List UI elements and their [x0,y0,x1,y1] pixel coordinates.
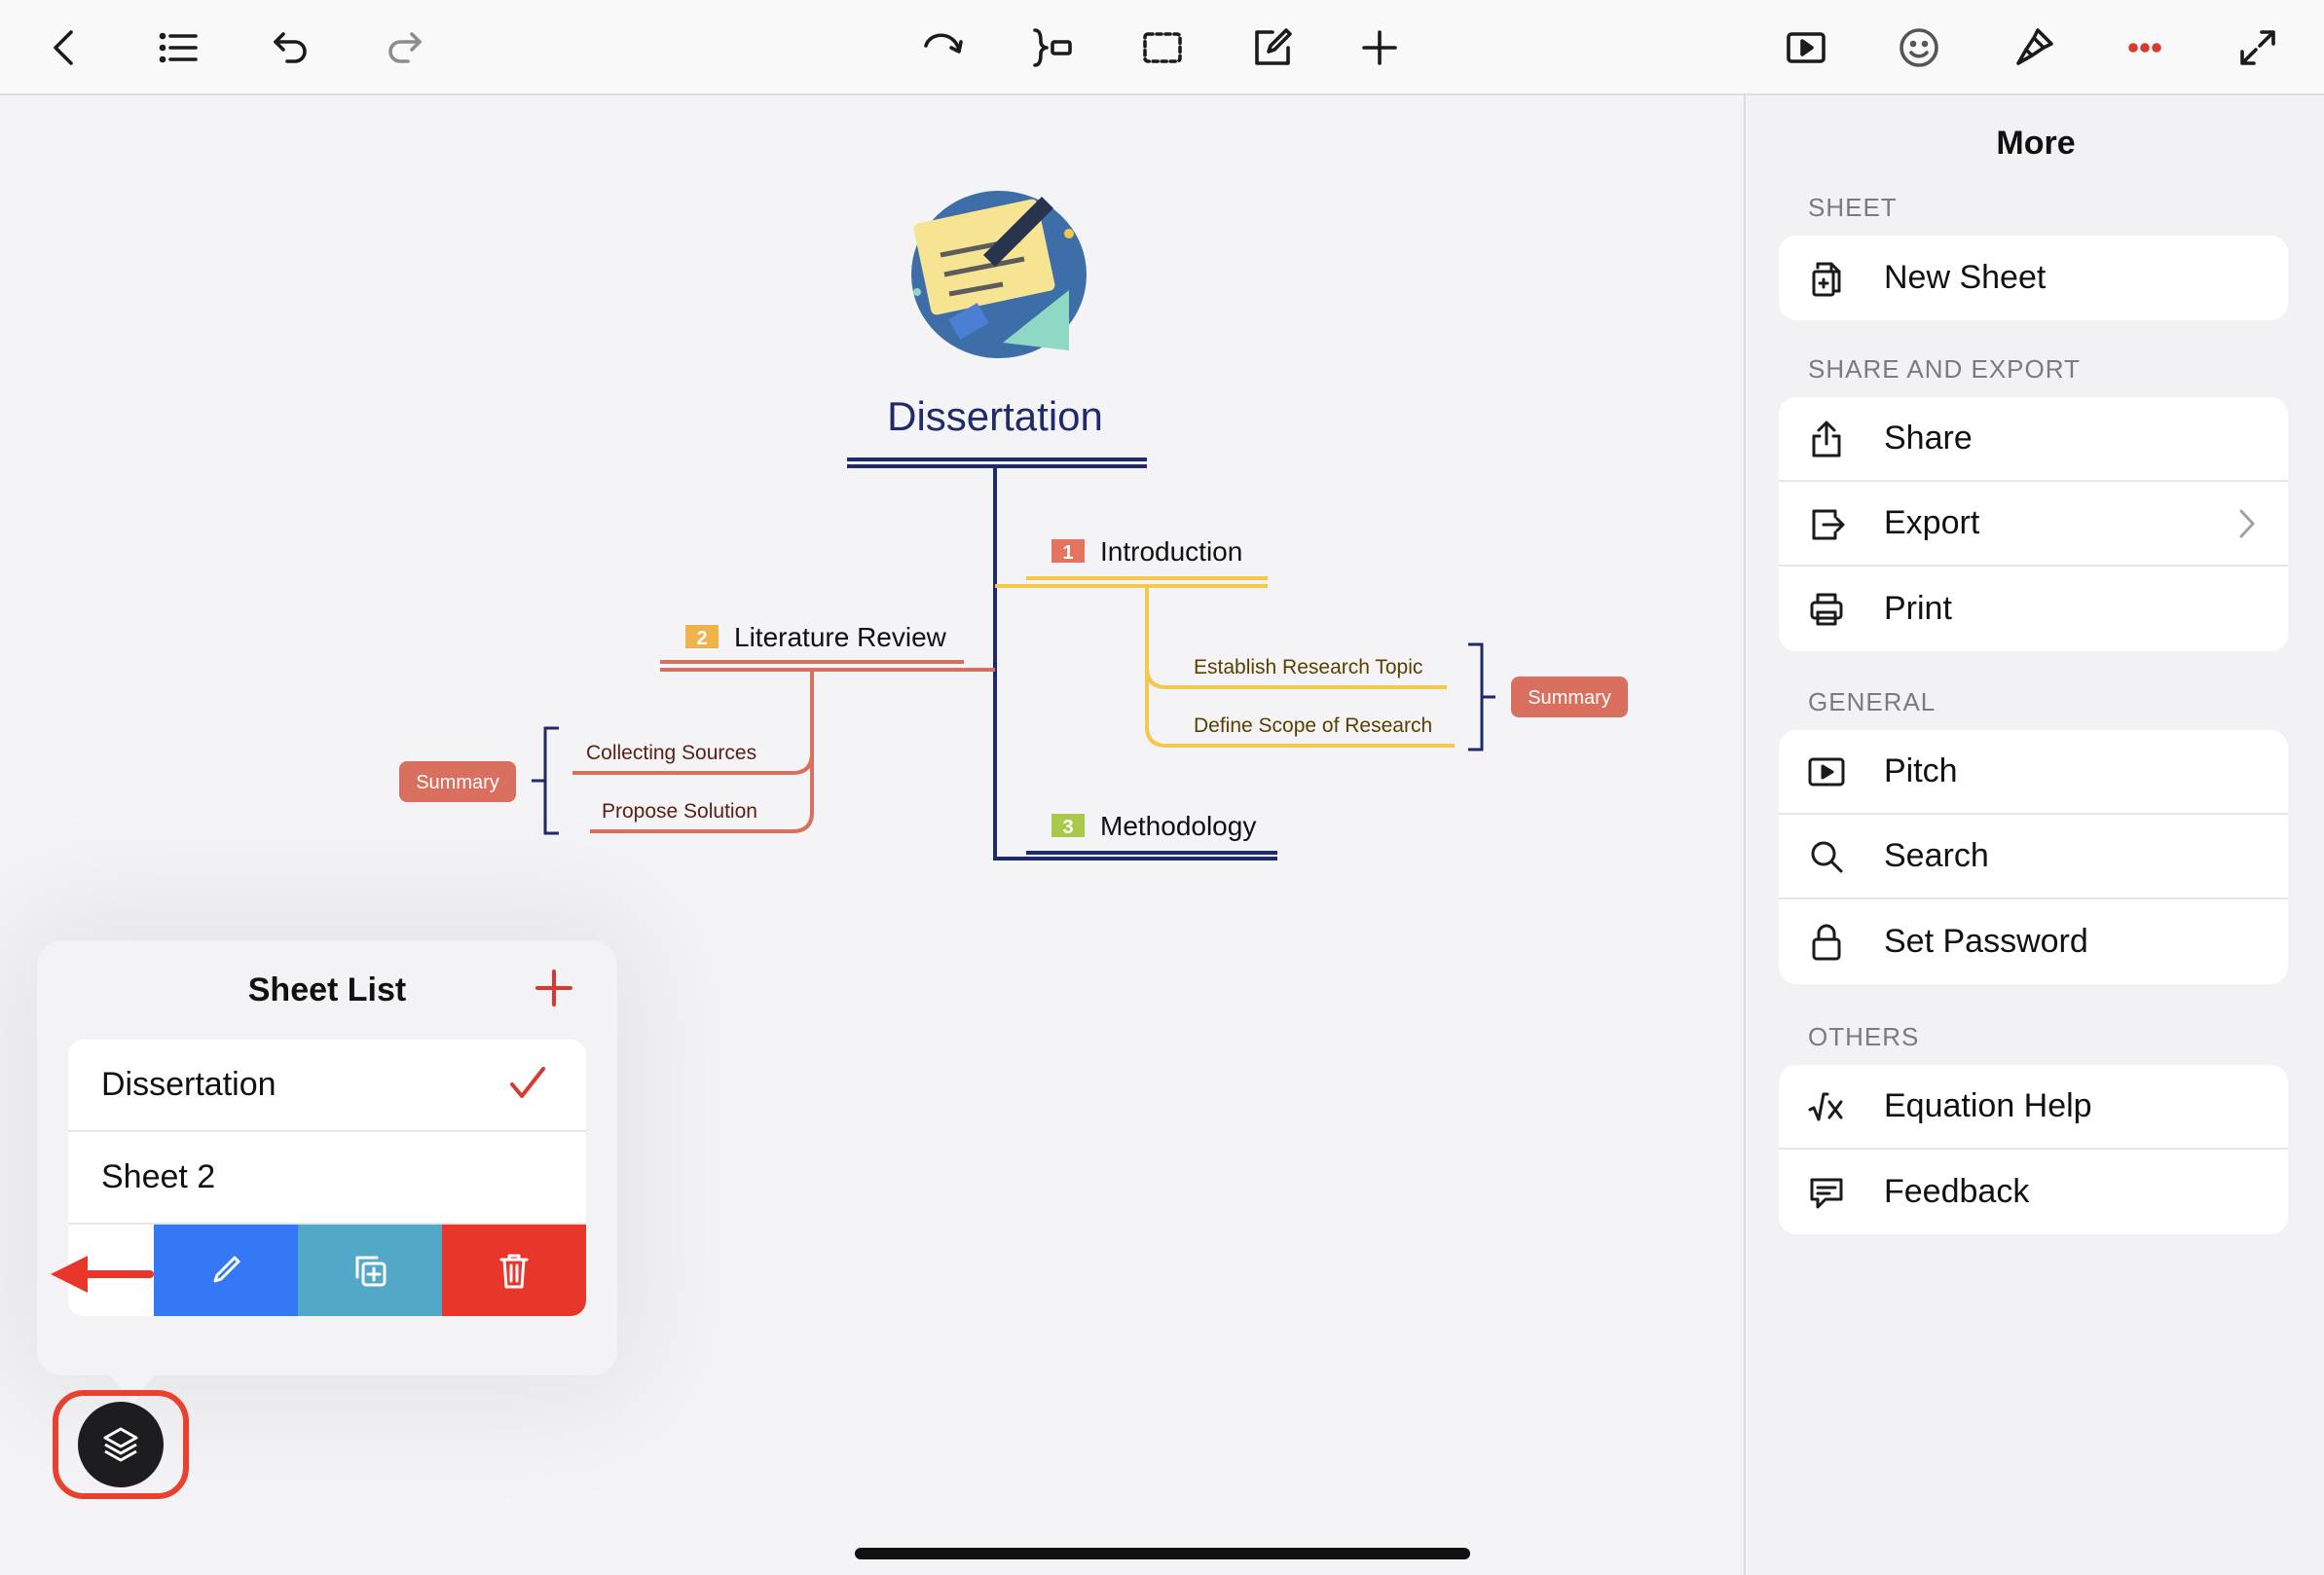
summary-badge-left[interactable] [399,761,516,802]
svg-text:1: 1 [1062,542,1073,564]
equation-icon [1798,1079,1855,1135]
section-label-general: GENERAL [1808,687,1937,716]
sheet-list-title: Sheet List [247,971,407,1008]
sheet-item-sheet-2[interactable]: Sheet 2 [68,1132,586,1225]
chevron-right-icon [2232,507,2263,545]
panel-title: More [1996,125,2076,162]
central-topic[interactable]: Dissertation [887,393,1103,439]
svg-text:3: 3 [1062,817,1073,838]
emoji-icon[interactable] [1891,19,1947,76]
section-label-share-export: SHARE AND EXPORT [1808,354,2081,384]
svg-text:Summary: Summary [416,772,499,793]
redo-icon[interactable] [376,19,432,76]
topic-number-badge [1051,814,1085,837]
dissertation-illustration [911,191,1087,358]
search-icon [1798,828,1855,885]
duplicate-sheet-button[interactable] [298,1225,442,1316]
sheet-item-dissertation[interactable]: Dissertation [68,1040,586,1132]
delete-sheet-button[interactable] [442,1225,586,1316]
rename-sheet-button[interactable] [154,1225,298,1316]
print-icon [1798,581,1855,638]
subtopic-collecting-sources[interactable]: Collecting Sources [586,742,756,764]
svg-text:2: 2 [696,628,707,649]
trash-icon [499,1254,529,1289]
menu-pitch[interactable]: Pitch [1779,730,2288,815]
menu-export[interactable]: Export [1779,482,2288,567]
topic-methodology[interactable]: Methodology [1100,811,1256,841]
feedback-icon [1798,1164,1855,1221]
group-share-export: Share Export Print [1779,397,2288,651]
rename-pencil-icon [213,1256,240,1283]
sheet-list: Dissertation Sheet 2 [68,1040,586,1316]
checkmark-icon [506,1063,549,1111]
group-general: Pitch Search Set Password [1779,730,2288,984]
topic-introduction[interactable]: Introduction [1100,536,1242,567]
swipe-left-arrow-annotation [51,1256,154,1293]
more-panel: More SHEET New Sheet SHARE AND EXPORT Sh… [1744,95,2324,1575]
share-icon [1798,411,1855,467]
plus-icon [535,970,572,1007]
add-topic-icon[interactable] [1351,19,1408,76]
mind-map: Dissertation 1 Introduction Establish Re… [399,191,1628,861]
sheet-list-button[interactable] [78,1402,164,1487]
relationship-icon[interactable] [915,19,972,76]
group-sheet: New Sheet [1779,236,2288,320]
undo-icon[interactable] [263,19,319,76]
summary-badge-right[interactable] [1511,677,1628,717]
more-dots-icon[interactable] [2117,19,2173,76]
pitch-icon [1798,744,1855,800]
highlight-ring [53,1390,189,1499]
outline-list-icon[interactable] [150,19,206,76]
new-sheet-icon [1798,250,1855,307]
sheet-swipe-actions [68,1225,586,1316]
svg-text:Summary: Summary [1528,687,1611,709]
add-sheet-button[interactable] [528,962,580,1014]
topic-number-badge [685,625,719,648]
select-rect-icon[interactable] [1134,19,1191,76]
export-icon [1798,495,1855,552]
boundary-icon[interactable] [1024,19,1081,76]
menu-equation-help[interactable]: Equation Help [1779,1065,2288,1150]
note-edit-icon[interactable] [1244,19,1301,76]
section-label-sheet: SHEET [1808,193,1898,222]
back-icon[interactable] [37,19,93,76]
sheet-list-popover: Sheet List Dissertation Sheet 2 [37,940,617,1404]
subtopic-propose-solution[interactable]: Propose Solution [602,800,757,823]
subtopic-define-scope[interactable]: Define Scope of Research [1194,714,1432,737]
menu-set-password[interactable]: Set Password [1779,899,2288,984]
group-others: Equation Help Feedback [1779,1065,2288,1234]
lock-icon [1798,914,1855,971]
home-indicator [855,1548,1470,1559]
subtopic-establish-research-topic[interactable]: Establish Research Topic [1194,656,1422,678]
fullscreen-icon[interactable] [2230,19,2286,76]
section-label-others: OTHERS [1808,1022,1920,1051]
menu-search[interactable]: Search [1779,815,2288,899]
topic-literature-review[interactable]: Literature Review [734,622,947,652]
menu-feedback[interactable]: Feedback [1779,1150,2288,1234]
pitch-play-icon[interactable] [1778,19,1834,76]
duplicate-icon [355,1256,387,1287]
format-brush-icon[interactable] [2006,19,2062,76]
menu-share[interactable]: Share [1779,397,2288,482]
layers-icon [103,1427,138,1462]
topic-number-badge [1051,539,1085,563]
menu-print[interactable]: Print [1779,567,2288,651]
top-toolbar [0,0,2324,95]
menu-new-sheet[interactable]: New Sheet [1779,236,2288,320]
